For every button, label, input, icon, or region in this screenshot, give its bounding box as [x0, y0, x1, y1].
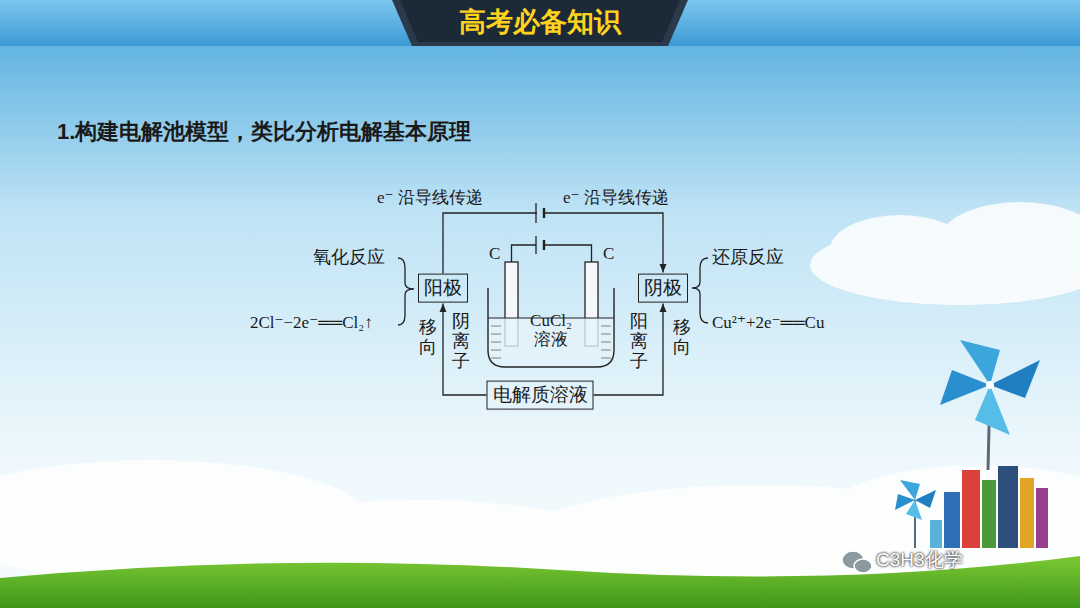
watermark: C3H3化学 — [876, 549, 963, 572]
liquid-hatch — [601, 358, 611, 359]
half-equation: Cu²⁺+2e⁻══Cu — [712, 313, 824, 333]
ion-label: 阴离子 — [452, 312, 470, 371]
node-text: 阴极 — [644, 277, 682, 298]
left-brace — [398, 258, 414, 325]
wire-note: e⁻ 沿导线传递 — [377, 188, 483, 208]
electrode-box: 阴极 — [638, 274, 688, 303]
half-equation: 2Cl⁻−2e⁻══Cl₂↑ — [250, 313, 373, 333]
migration-note: 移向 — [673, 318, 691, 358]
liquid-hatch — [601, 350, 611, 351]
reaction-type: 氧化反应 — [313, 247, 385, 269]
header-tab — [400, 0, 680, 42]
connector — [443, 213, 663, 274]
beaker: CuCl₂ 溶液 — [487, 288, 615, 368]
liquid-hatch — [491, 326, 501, 327]
beaker-wall — [488, 288, 614, 367]
electrolyte-box: 电解质溶液 — [487, 381, 594, 410]
battery-plate — [543, 208, 545, 218]
reaction-type: 还原反应 — [712, 247, 784, 269]
battery-plate — [535, 236, 536, 254]
connector — [443, 303, 487, 395]
node-text: 阳极 — [424, 277, 462, 298]
clouds — [0, 202, 1080, 595]
electrode-box: 阳极 — [418, 274, 468, 303]
liquid-hatch — [491, 358, 501, 359]
pinwheel — [895, 340, 1040, 548]
battery-plate — [535, 203, 536, 223]
electrode-label: C — [603, 244, 614, 264]
books — [930, 466, 1048, 548]
battery-gap — [537, 209, 543, 217]
liquid-hatch — [491, 350, 501, 351]
node-text: 电解质溶液 — [493, 384, 588, 405]
wire-note: e⁻ 沿导线传递 — [563, 188, 669, 208]
node-text: CuCl₂ 溶液 — [525, 312, 577, 349]
wechat-icon — [842, 551, 872, 573]
liquid-hatch — [601, 342, 611, 343]
right-brace — [692, 258, 708, 323]
header-tab-edge — [392, 0, 688, 46]
battery-plate — [543, 240, 545, 250]
liquid-hatch — [491, 334, 501, 335]
slide-title: 1.构建电解池模型，类比分析电解基本原理 — [57, 119, 471, 145]
ion-label: 阳离子 — [630, 312, 648, 371]
liquid-hatch — [601, 326, 611, 327]
liquid-hatch — [601, 334, 611, 335]
liquid-hatch — [491, 342, 501, 343]
inner-wire — [512, 245, 592, 262]
electrode-label: C — [489, 244, 500, 264]
migration-note: 移向 — [419, 318, 437, 358]
header-band — [0, 0, 1080, 46]
header-text: 高考必备知识 — [459, 6, 621, 38]
